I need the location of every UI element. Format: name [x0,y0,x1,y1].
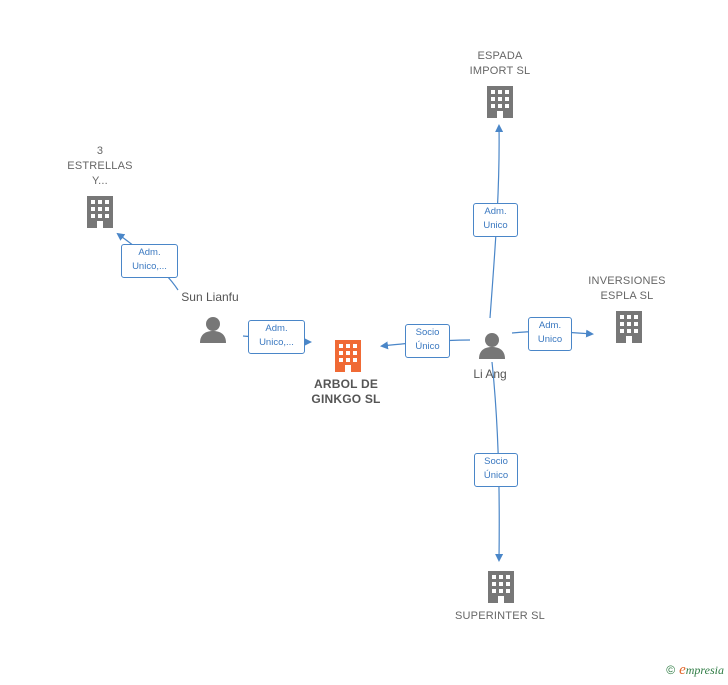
brand-name: mpresia [685,663,724,677]
copyright-symbol: © [666,663,676,677]
person-label-sun[interactable]: Sun Lianfu [181,290,239,304]
edge-label-li-espada[interactable]: Adm. Unico [473,203,518,237]
brand-initial: e [679,662,686,678]
company-name-line: ESPADA [477,50,523,62]
building-icon-espada[interactable] [487,86,513,118]
edge-label-sun-estrellas[interactable]: Adm. Unico,... [121,244,178,278]
building-icon-main[interactable] [335,340,361,372]
company-label-main[interactable]: ARBOL DE GINKGO SL [296,377,396,407]
edge-label-li-superinter[interactable]: Socio Único [474,453,518,487]
company-name-line: IMPORT SL [469,65,531,77]
company-name-line: 3 [96,145,104,157]
person-label-li[interactable]: Li Ang [473,367,507,381]
building-icon-inversiones[interactable] [616,311,642,343]
edge-li-superinter [491,361,504,562]
company-label-espada[interactable]: ESPADA IMPORT SL [450,49,550,79]
company-name-line: SUPERINTER SL [454,610,545,622]
company-label-superinter[interactable]: SUPERINTER SL [440,609,560,624]
company-name-line: ESTRELLAS [67,160,133,172]
company-name-line: Y... [92,175,108,187]
company-name-line: INVERSIONES [588,275,666,287]
company-name-line: ARBOL DE [313,377,379,391]
building-icon-superinter[interactable] [488,571,514,603]
empresia-logo[interactable]: ©empresia [666,662,724,679]
person-icon-sun[interactable] [200,317,226,343]
company-name-line: ESPLA SL [600,290,654,302]
edge-label-li-inversiones[interactable]: Adm. Unico [528,317,572,351]
company-label-inversiones[interactable]: INVERSIONES ESPLA SL [577,274,677,304]
person-icon-li[interactable] [479,333,505,359]
building-icon-estrellas[interactable] [87,196,113,228]
edge-label-li-main[interactable]: Socio Único [405,324,450,358]
company-name-line: GINKGO SL [311,392,381,406]
edge-label-sun-main[interactable]: Adm. Unico,... [248,320,305,354]
company-label-estrellas[interactable]: 3 ESTRELLAS Y... [50,144,150,189]
